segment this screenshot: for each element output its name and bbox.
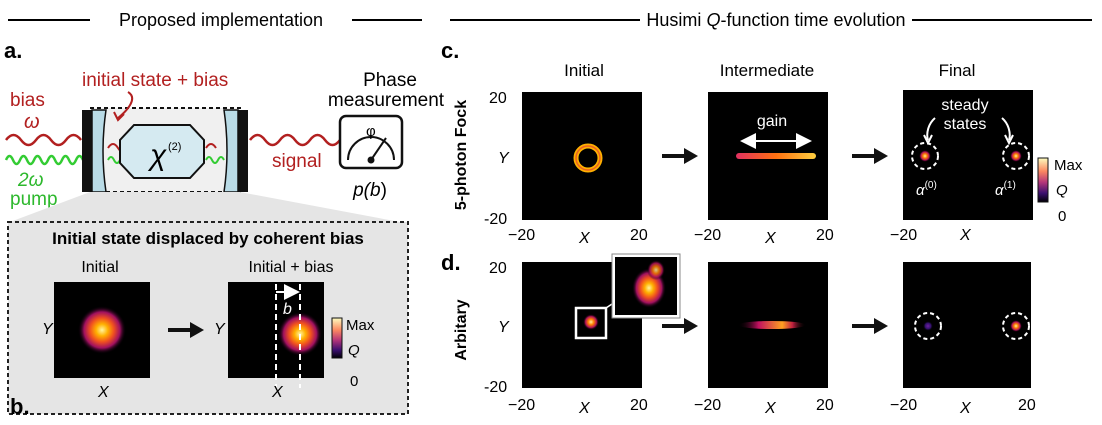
two-omega-label: 2ω xyxy=(17,170,44,191)
mirror-left xyxy=(91,109,107,193)
c-x-3: X xyxy=(959,227,972,244)
inset-x-2: X xyxy=(271,384,284,401)
header-left-text: Proposed implementation xyxy=(119,10,323,30)
d-tick-neg20: -20 xyxy=(484,379,507,396)
c-x-1: X xyxy=(578,230,591,247)
signal-wave xyxy=(249,133,341,147)
alpha1: α(1) xyxy=(995,180,1016,199)
mirror-right-back xyxy=(238,110,248,192)
pump-wave xyxy=(4,154,85,166)
d-tick-20: 20 xyxy=(489,260,507,277)
d-x-2: X xyxy=(764,400,777,417)
d-y-label: Y xyxy=(498,319,510,336)
bias-wave xyxy=(5,133,82,147)
inset-y-1: Y xyxy=(42,321,54,338)
p-of-b-label: p(b) xyxy=(352,180,387,201)
c-xtick-neg-2: −20 xyxy=(694,227,721,244)
d-steady-left xyxy=(923,321,933,331)
header-right: Husimi Q-function time evolution xyxy=(450,10,1092,30)
phi-label: φ xyxy=(366,123,376,140)
d-arrow-1 xyxy=(684,318,698,334)
d-arrow-2 xyxy=(874,318,888,334)
row-label-c: 5-photon Fock xyxy=(453,100,470,210)
panel-label-a: a. xyxy=(4,38,22,63)
panel-label-d: d. xyxy=(441,250,461,275)
inset-cb-q: Q xyxy=(348,342,360,359)
d-xtick-pos-3: 20 xyxy=(1018,397,1036,414)
d-zoom-box xyxy=(574,306,608,340)
d-xtick-neg-3: −20 xyxy=(890,397,917,414)
d-xtick-pos-1: 20 xyxy=(630,397,648,414)
chi-label: χ xyxy=(147,139,167,172)
inset-initial-bias: Initial + bias xyxy=(249,259,334,276)
col-initial: Initial xyxy=(564,61,604,80)
inset-x-1: X xyxy=(97,384,110,401)
steady-label-2: states xyxy=(944,116,987,133)
c-steady-left xyxy=(919,150,931,162)
row-c: 20 -20 Y gain steady states α(0) α(1) Ma… xyxy=(484,90,1083,247)
inset-title: Initial state displaced by coherent bias xyxy=(52,229,364,248)
d-xtick-neg-1: −20 xyxy=(508,397,535,414)
meter-icon: φ xyxy=(338,114,404,170)
bias-label: bias xyxy=(10,90,45,111)
c-cb-q: Q xyxy=(1056,182,1068,199)
d-x-1: X xyxy=(578,400,591,417)
setup-diagram: bias ω 2ω pump χ (2) initial state + bia… xyxy=(4,70,445,210)
c-xtick-pos-2: 20 xyxy=(816,227,834,244)
mirror-left-back xyxy=(82,110,92,192)
steady-label-1: steady xyxy=(941,97,988,114)
c-cb-max: Max xyxy=(1054,157,1083,174)
d-x-3: X xyxy=(959,400,972,417)
d-stripe xyxy=(738,321,806,329)
c-stripe xyxy=(736,153,816,159)
gain-label: gain xyxy=(757,113,787,130)
row-label-d: Arbitary xyxy=(453,299,470,360)
c-xtick-neg-3: −20 xyxy=(890,227,917,244)
c-x-2: X xyxy=(764,230,777,247)
initial-state-bias-label: initial state + bias xyxy=(82,70,228,91)
mirror-right xyxy=(223,109,239,193)
c-xtick-pos-1: 20 xyxy=(630,227,648,244)
zoom-funnel xyxy=(10,192,400,222)
inset-colorbar xyxy=(331,317,343,359)
alpha0: α(0) xyxy=(916,180,937,199)
measurement-label: measurement xyxy=(328,90,445,111)
row-d: 20 -20 Y −20 X 20 −20 X 20 −20 X 20 xyxy=(484,253,1036,417)
c-tick-neg20: -20 xyxy=(484,211,507,228)
crystal xyxy=(119,124,205,179)
inset-blob-initial xyxy=(78,306,126,354)
chi-superscript: (2) xyxy=(168,141,181,153)
d-xtick-pos-2: 20 xyxy=(816,397,834,414)
c-steady-right xyxy=(1010,150,1022,162)
inset-initial: Initial xyxy=(81,259,118,276)
c-arrow-1 xyxy=(684,148,698,164)
c-colorbar xyxy=(1037,157,1049,203)
c-y-label: Y xyxy=(498,150,510,167)
d-xtick-neg-2: −20 xyxy=(694,397,721,414)
header-right-text: Husimi Q-function time evolution xyxy=(646,10,905,30)
phase-label: Phase xyxy=(363,70,417,91)
inset-cb-max: Max xyxy=(346,317,375,334)
panel-label-b: b. xyxy=(10,394,30,419)
signal-label: signal xyxy=(272,151,322,172)
c-cb-zero: 0 xyxy=(1058,208,1066,225)
c-tick-20: 20 xyxy=(489,90,507,107)
inset-cb-zero: 0 xyxy=(350,373,358,390)
col-final: Final xyxy=(939,61,976,80)
col-intermediate: Intermediate xyxy=(720,61,815,80)
d-steady-right xyxy=(1010,320,1022,332)
c-arrow-2 xyxy=(874,148,888,164)
pump-label: pump xyxy=(10,189,58,210)
omega-label: ω xyxy=(24,111,40,133)
header-left: Proposed implementation xyxy=(8,10,422,30)
c-plot-initial xyxy=(522,92,642,220)
inset-b-label: b xyxy=(283,301,292,318)
inset-y-2: Y xyxy=(214,321,226,338)
inset-b: Initial state displaced by coherent bias… xyxy=(7,221,409,415)
panel-label-c: c. xyxy=(441,38,459,63)
c-xtick-neg-1: −20 xyxy=(508,227,535,244)
